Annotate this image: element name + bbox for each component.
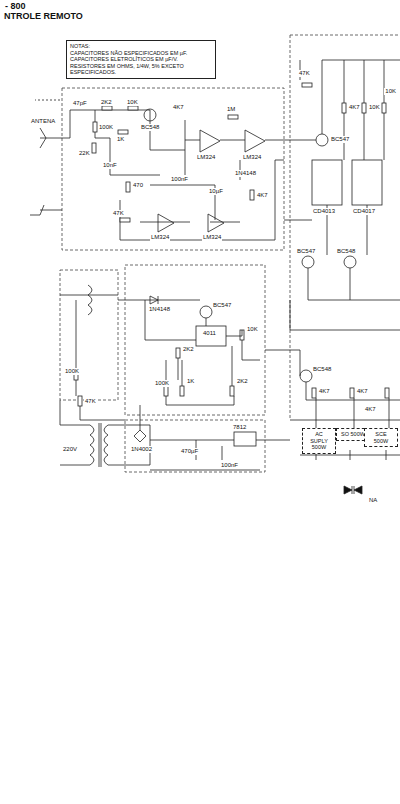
output-label: SO 500W: [340, 431, 366, 438]
component-value: BC548: [140, 124, 160, 131]
component-value: 1N4148: [234, 170, 257, 177]
resistor-symbols: [74, 83, 389, 406]
component-value: 1N4002: [130, 446, 153, 453]
component-value: BC548: [312, 366, 332, 373]
diode-symbol: [150, 296, 158, 304]
component-value: 10K: [368, 104, 381, 111]
antenna-symbol: [40, 128, 46, 148]
notes-box: NOTAS:CAPACITORES NÃO ESPECIFICADOS EM µ…: [66, 40, 216, 79]
component-value: 220V: [62, 446, 78, 453]
component-value: 22K: [78, 150, 91, 157]
component-value: BC547: [296, 248, 316, 255]
component-value: 2K2: [182, 346, 195, 353]
component-value: 47pF: [72, 100, 88, 107]
component-value: LM324: [196, 154, 216, 161]
diode-pair-symbol: [344, 486, 362, 494]
drawing-number: - 800: [4, 1, 27, 11]
component-value: 4K7: [256, 192, 269, 199]
component-value: CD4017: [352, 208, 376, 215]
component-value: 100K: [64, 368, 80, 375]
component-value: 100nF: [220, 462, 239, 469]
component-value: 470: [132, 182, 144, 189]
component-value: 1K: [186, 378, 195, 385]
logic-section: [290, 35, 400, 420]
component-value: 4K7: [348, 104, 361, 111]
note-text: CAPACITORES ELETROLÍTICOS EM µF/V.: [70, 56, 212, 63]
opamp-symbols: [158, 130, 265, 232]
component-value: 10K: [126, 99, 139, 106]
component-value: 47K: [112, 210, 125, 217]
component-value: NA: [368, 497, 378, 504]
component-value: 100K: [154, 380, 170, 387]
component-value: 4011: [202, 330, 217, 337]
component-value: 1M: [226, 106, 236, 113]
component-value: 1N4148: [148, 306, 171, 313]
component-value: 4K7: [364, 406, 377, 413]
component-value: 10K: [384, 88, 397, 95]
diagram-title: NTROLE REMOTO: [4, 11, 83, 21]
component-value: LM324: [150, 234, 170, 241]
note-text: RESISTORES EM OHMS, 1/4W, 5% EXCETO ESPE…: [70, 63, 212, 76]
component-value: 10µF: [208, 188, 224, 195]
component-value: 4K7: [172, 104, 185, 111]
component-value: 10K: [246, 326, 259, 333]
output-label: SCE 500W: [368, 431, 394, 444]
component-value: 4K7: [356, 388, 369, 395]
component-value: 4K7: [318, 388, 331, 395]
component-value: BC547: [330, 136, 350, 143]
coil-symbol: [88, 285, 92, 315]
transistor-symbols: [144, 109, 356, 382]
component-value: 47K: [84, 398, 97, 405]
component-value: 470µF: [180, 448, 199, 455]
component-value: CD4013: [312, 208, 336, 215]
component-value: ANTENA: [30, 118, 56, 125]
transformer-symbol: [90, 423, 108, 467]
component-value: LM324: [242, 154, 262, 161]
component-value: 7812: [232, 424, 247, 431]
component-value: 2K2: [100, 99, 113, 106]
component-value: 1K: [116, 136, 125, 143]
bridge-rectifier: [134, 430, 146, 442]
component-value: 47K: [298, 70, 311, 77]
power-section: [125, 420, 265, 472]
load-output-box: AC SUPLY 500W: [302, 428, 336, 454]
component-value: BC547: [212, 302, 232, 309]
output-label: AC SUPLY 500W: [306, 431, 332, 451]
input-section: [60, 270, 118, 400]
component-value: 10nF: [102, 162, 118, 169]
load-output-box: SCE 500W: [364, 428, 398, 447]
component-value: 2K2: [236, 378, 249, 385]
component-value: BC548: [336, 248, 356, 255]
note-text: CAPACITORES NÃO ESPECIFICADOS EM µF.: [70, 50, 212, 57]
note-text: NOTAS:: [70, 43, 212, 50]
component-value: 100K: [98, 124, 114, 131]
component-value: 100nF: [170, 176, 189, 183]
component-value: LM324: [202, 234, 222, 241]
